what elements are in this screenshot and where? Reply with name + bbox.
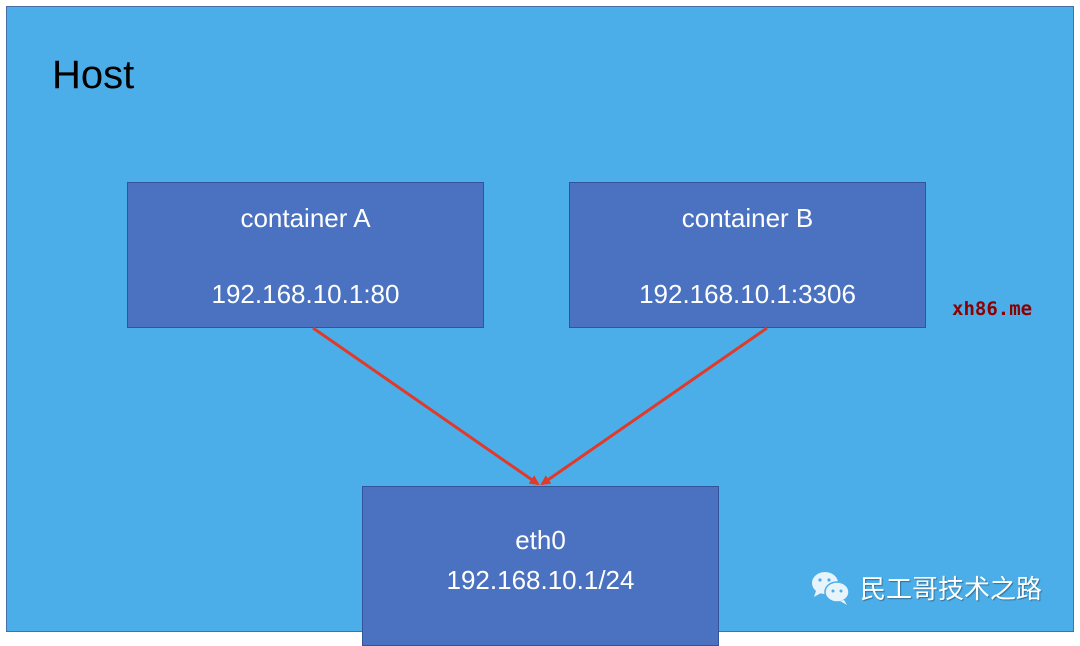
container-a-box: container A 192.168.10.1:80	[127, 182, 484, 328]
eth0-box: eth0 192.168.10.1/24	[362, 486, 719, 646]
container-b-address: 192.168.10.1:3306	[639, 279, 856, 309]
arrow-b-to-eth0	[540, 326, 768, 486]
container-b-name: container B	[681, 203, 814, 233]
container-a-address: 192.168.10.1:80	[211, 279, 400, 309]
eth0-address: 192.168.10.1/24	[446, 565, 635, 595]
watermark: xh86.me	[952, 298, 1033, 320]
eth0-name: eth0	[515, 525, 566, 555]
arrow-a-to-eth0	[312, 326, 540, 486]
host-title: Host	[52, 53, 135, 97]
wechat-credit: 民工哥技术之路	[810, 569, 1042, 606]
wechat-icon	[812, 571, 850, 605]
container-a-name: container A	[240, 203, 371, 233]
wechat-label: 民工哥技术之路	[860, 574, 1043, 604]
container-b-box: container B 192.168.10.1:3306	[569, 182, 926, 328]
